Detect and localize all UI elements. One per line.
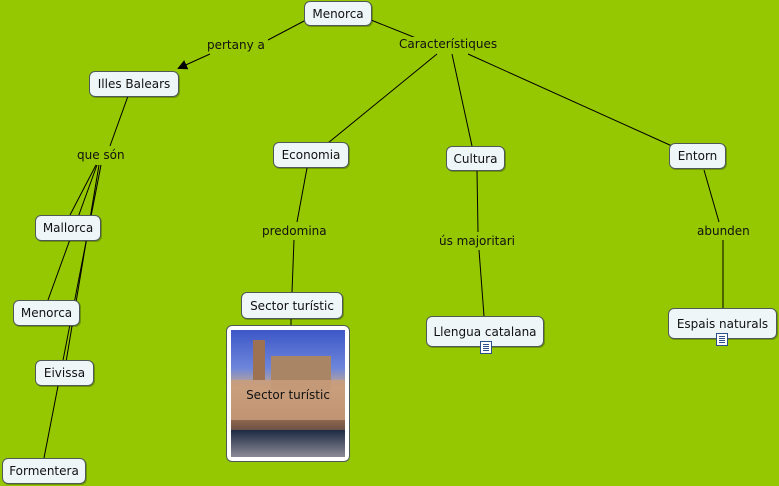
link-label-pertany-a: pertany a — [205, 38, 267, 52]
photo-houses — [231, 380, 345, 420]
link-caract-cultura — [451, 53, 473, 147]
link-us-llengua — [478, 249, 485, 317]
document-icon[interactable] — [480, 341, 492, 354]
link-label-abunden: abunden — [695, 224, 752, 238]
node-eivissa[interactable]: Eivissa — [35, 360, 94, 386]
node-illes-balears[interactable]: Illes Balears — [89, 71, 179, 97]
link-caract-entorn — [467, 53, 673, 147]
link-queson-mallorca — [69, 164, 97, 216]
node-sector-turistic[interactable]: Sector turístic — [241, 292, 343, 319]
photo-harbour — [231, 430, 345, 457]
link-illes-queson — [109, 95, 129, 147]
link-caract-economia — [327, 53, 438, 144]
node-menorca-root[interactable]: Menorca — [304, 1, 372, 26]
link-label-us-majoritari: ús majoritari — [437, 234, 517, 248]
link-menorca-caract — [370, 19, 417, 39]
image-caption: Sector turístic — [246, 388, 330, 402]
link-predomina-sector — [291, 239, 295, 293]
node-formentera[interactable]: Formentera — [2, 458, 86, 484]
node-espais-naturals[interactable]: Espais naturals — [668, 308, 777, 339]
photo-tower — [253, 340, 265, 380]
node-menorca-sub[interactable]: Menorca — [13, 300, 80, 326]
link-pertany-illes — [177, 53, 211, 70]
link-queson-eivissa — [65, 164, 100, 363]
link-menorca-pertany — [267, 19, 307, 41]
link-label-predomina: predomina — [260, 224, 329, 238]
node-cultura[interactable]: Cultura — [446, 146, 505, 171]
document-icon[interactable] — [716, 333, 728, 346]
node-entorn[interactable]: Entorn — [669, 143, 726, 169]
link-entorn-abunden — [703, 169, 720, 223]
harbour-town-photo — [231, 330, 345, 457]
node-economia[interactable]: Economia — [273, 142, 349, 168]
link-label-que-son: que són — [75, 148, 127, 162]
node-mallorca[interactable]: Mallorca — [35, 215, 101, 241]
link-cultura-us — [476, 170, 479, 233]
image-node-sector-turistic[interactable]: Sector turístic — [226, 325, 350, 462]
link-label-caracteristiques: Característiques — [397, 37, 500, 51]
link-economia-predomina — [296, 167, 308, 223]
